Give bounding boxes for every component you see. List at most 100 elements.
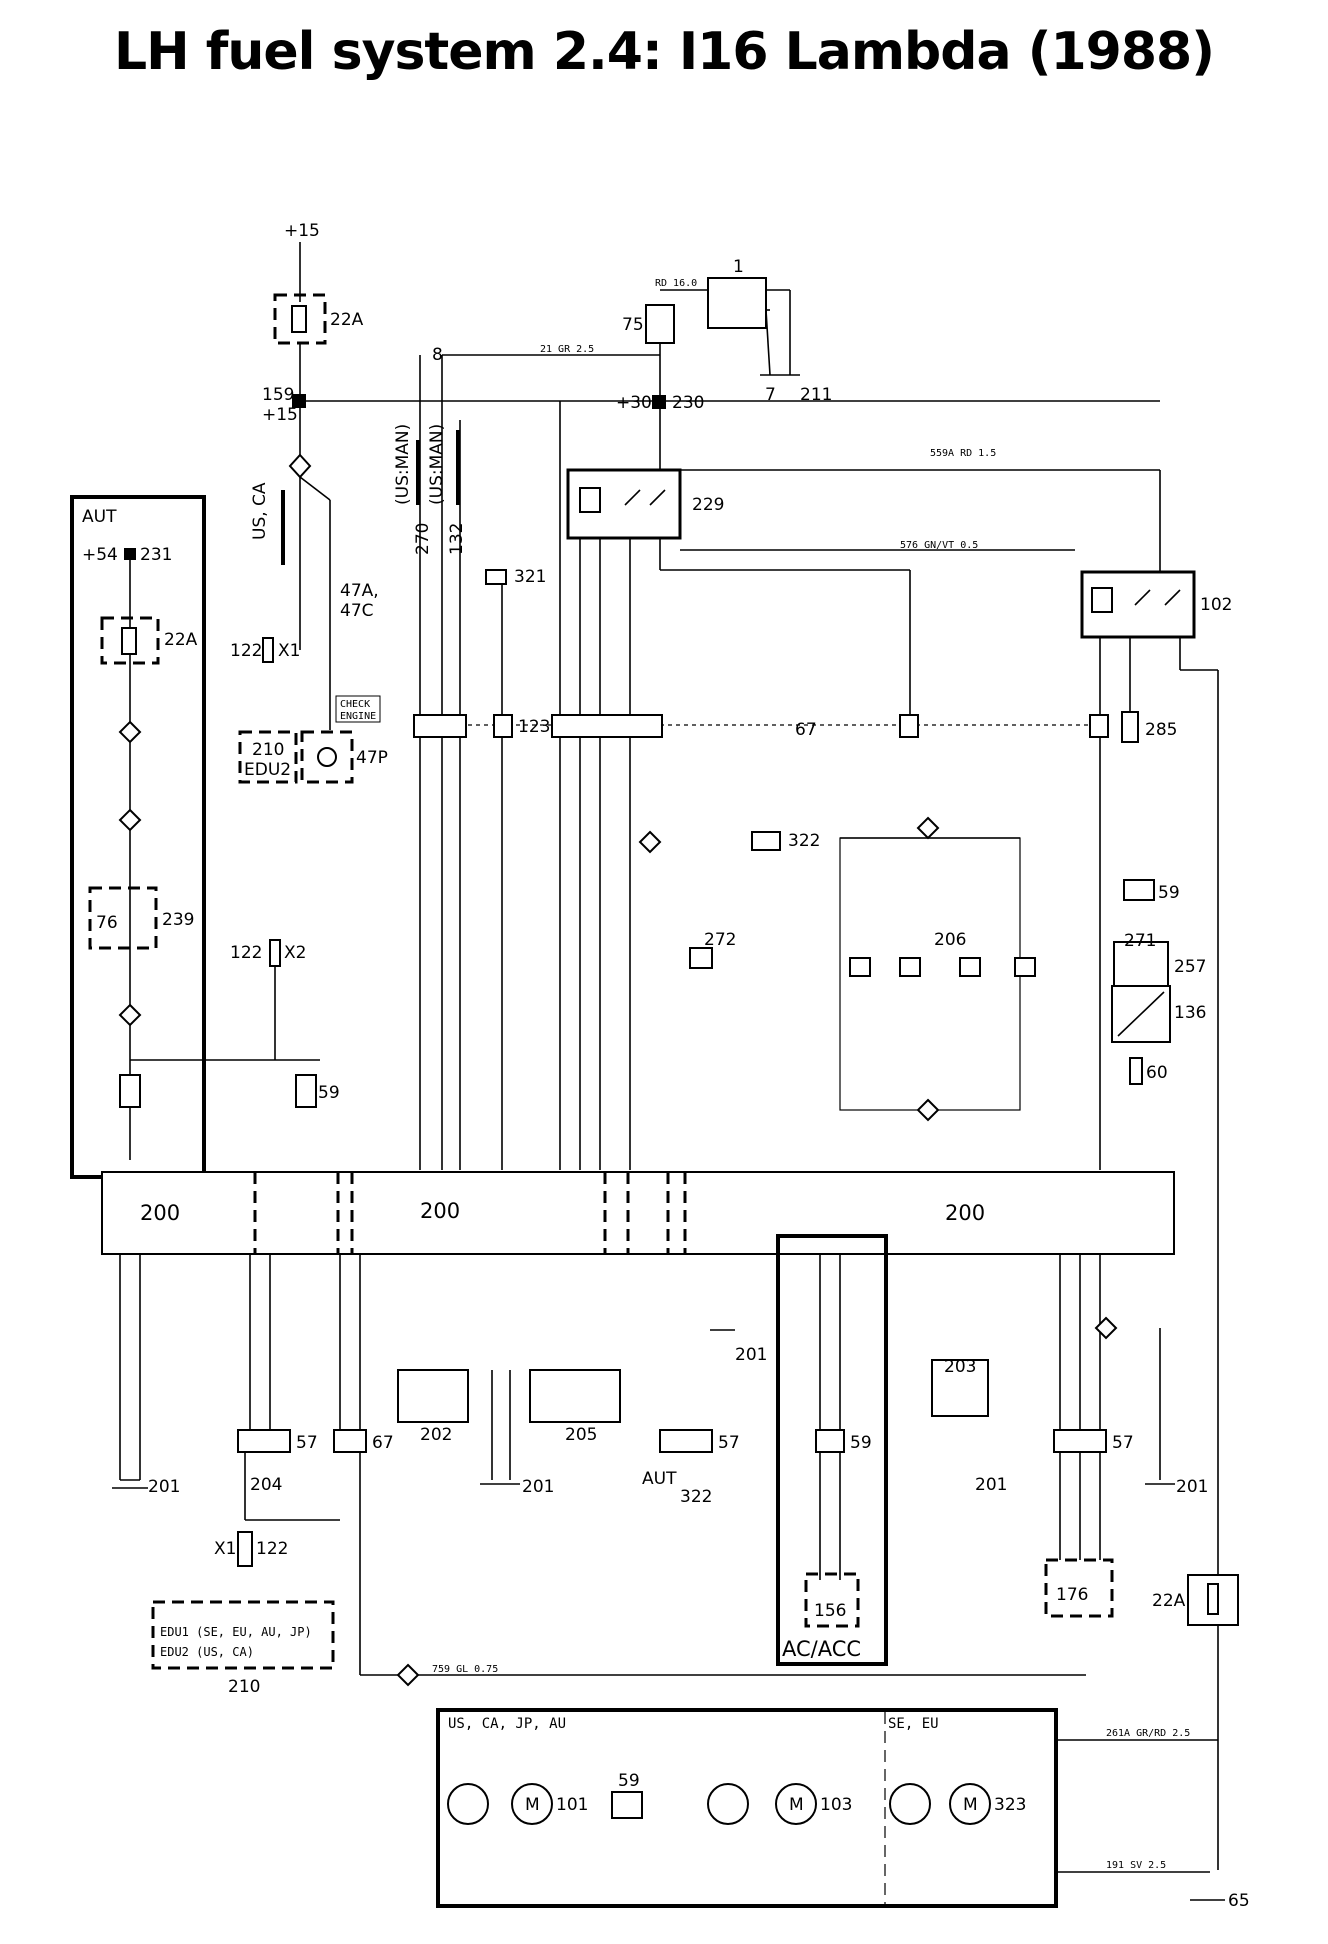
ecu-200	[101, 1171, 1175, 1255]
lamp-47p	[300, 730, 354, 784]
label-272: 272	[704, 930, 736, 950]
sensor-202	[397, 1369, 469, 1423]
battery-1	[707, 277, 767, 329]
connector-x1	[262, 637, 274, 663]
edu2-box	[238, 730, 298, 784]
label-206: 206	[934, 930, 966, 950]
label-edu2: EDU2	[244, 760, 291, 780]
label-156: 156	[814, 1601, 846, 1621]
label-usman-2: (US:MAN)	[427, 424, 447, 505]
label-57-c: 57	[1112, 1433, 1134, 1453]
junction-diamond	[288, 453, 312, 479]
label-7: 7	[765, 385, 776, 405]
label-p15b: +15	[262, 405, 298, 425]
label-57-b: 57	[718, 1433, 740, 1453]
edu-box-bottom	[151, 1600, 335, 1670]
label-76: 76	[96, 913, 118, 933]
fuse-60	[1129, 1057, 1143, 1085]
label-60: 60	[1146, 1063, 1168, 1083]
label-123: 123	[518, 717, 550, 737]
connector-67	[899, 714, 919, 738]
label-201-b: 201	[522, 1477, 554, 1497]
connector-59-c	[815, 1429, 845, 1453]
connector-59-d	[611, 1791, 643, 1819]
label-205: 205	[565, 1425, 597, 1445]
label-322: 322	[788, 831, 820, 851]
wire-261a: 261A GR/RD 2.5	[1106, 1728, 1190, 1739]
wire-759: 759 GL 0.75	[432, 1664, 498, 1675]
sensor-203	[931, 1359, 989, 1417]
label-204: 204	[250, 1475, 282, 1495]
label-x1-b: X1	[214, 1539, 236, 1559]
switch-239	[88, 886, 158, 950]
label-acacc: AC/ACC	[782, 1637, 861, 1661]
fan-103: M	[707, 1783, 817, 1825]
label-203: 203	[944, 1357, 976, 1377]
label-m-101: M	[525, 1795, 540, 1815]
fan-box	[436, 1708, 1058, 1908]
label-101: 101	[556, 1795, 588, 1815]
label-edu2-b: EDU2 (US, CA)	[160, 1645, 254, 1659]
label-ecu-1: 200	[140, 1201, 180, 1225]
sensor-205	[529, 1369, 621, 1423]
label-edu1: EDU1 (SE, EU, AU, JP)	[160, 1625, 312, 1639]
splice-159	[292, 394, 306, 408]
label-210-b: 210	[228, 1677, 260, 1697]
label-22a-top: 22A	[330, 310, 364, 330]
wire-191: 191 SV 2.5	[1106, 1860, 1166, 1871]
acacc-block	[776, 1234, 888, 1666]
label-122-x1: 122	[230, 641, 262, 661]
connector-57-b	[659, 1429, 713, 1453]
connector-123b	[493, 714, 513, 738]
connector-123c	[551, 714, 663, 738]
label-239: 239	[162, 910, 194, 930]
diagram-title: LH fuel system 2.4: I16 Lambda (1988)	[114, 22, 1215, 82]
label-ecu-3: 200	[945, 1201, 985, 1225]
connector-123a	[413, 714, 467, 738]
label-59-c: 59	[850, 1433, 872, 1453]
label-285: 285	[1145, 720, 1177, 740]
label-102: 102	[1200, 595, 1232, 615]
label-47p: 47P	[356, 748, 388, 768]
label-103: 103	[820, 1795, 852, 1815]
label-x1: X1	[278, 641, 300, 661]
connector-59-b	[1123, 879, 1155, 901]
splice-231	[124, 548, 136, 560]
module-271	[1113, 941, 1169, 987]
label-59-d: 59	[618, 1771, 640, 1791]
label-65: 65	[1228, 1891, 1250, 1911]
label-check: CHECK	[340, 699, 370, 710]
label-231: 231	[140, 545, 172, 565]
label-m-103: M	[789, 1795, 804, 1815]
label-210: 210	[252, 740, 284, 760]
label-201-c: 201	[735, 1345, 767, 1365]
label-59-a: 59	[318, 1083, 340, 1103]
label-67-row: 67	[795, 720, 817, 740]
label-usman-1: (US:MAN)	[393, 424, 413, 505]
label-201-d: 201	[975, 1475, 1007, 1495]
wire-559a: 559A RD 1.5	[930, 448, 996, 459]
fuse-22a-aut	[100, 616, 160, 665]
label-ecu-2: 200	[420, 1199, 460, 1223]
label-market-se: SE, EU	[888, 1716, 939, 1732]
label-201-e: 201	[1176, 1477, 1208, 1497]
connector-322	[751, 831, 781, 851]
fuse-75	[645, 304, 675, 344]
label-132: 132	[447, 523, 467, 555]
label-engine: ENGINE	[340, 711, 376, 722]
label-m-323: M	[963, 1795, 978, 1815]
label-22a-bottom: 22A	[1152, 1591, 1186, 1611]
label-122-b: 122	[256, 1539, 288, 1559]
label-p30: +30	[616, 393, 652, 413]
label-211: 211	[800, 385, 832, 405]
connector-67-b	[333, 1429, 367, 1453]
label-1: 1	[733, 257, 744, 277]
fan-101: M	[447, 1783, 553, 1825]
label-22a-aut: 22A	[164, 630, 198, 650]
label-159: 159	[262, 385, 294, 405]
label-57-a: 57	[296, 1433, 318, 1453]
solenoid-321	[485, 569, 507, 585]
splice-230	[652, 395, 666, 409]
label-aut: AUT	[82, 507, 117, 527]
